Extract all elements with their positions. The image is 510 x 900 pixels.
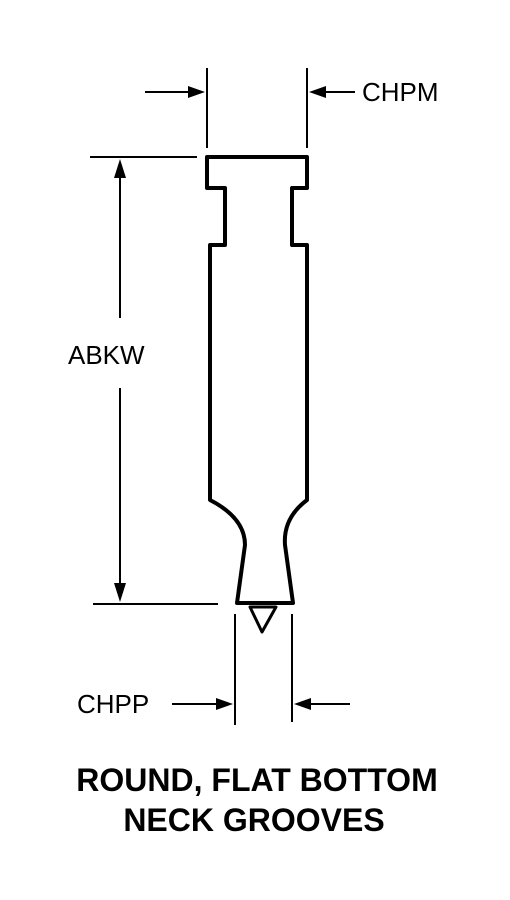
chpp-label: CHPP (77, 689, 149, 719)
abkw-dimension: ABKW (68, 156, 218, 605)
chpm-arrow-right (309, 86, 326, 98)
caption-line-2: NECK GROOVES (123, 802, 384, 838)
caption-line-1: ROUND, FLAT BOTTOM (76, 762, 437, 798)
chpm-dimension: CHPM (145, 68, 439, 148)
chpp-dimension: CHPP (77, 614, 350, 725)
pin-tip (248, 605, 278, 634)
abkw-label: ABKW (68, 340, 145, 370)
abkw-arrow-bottom (114, 583, 126, 602)
chpp-arrow-right (294, 698, 311, 710)
abkw-arrow-top (114, 159, 126, 178)
chpm-label: CHPM (362, 77, 439, 107)
chpm-arrow-left (188, 86, 205, 98)
pin-outline (205, 155, 309, 605)
chpp-arrow-left (216, 698, 233, 710)
